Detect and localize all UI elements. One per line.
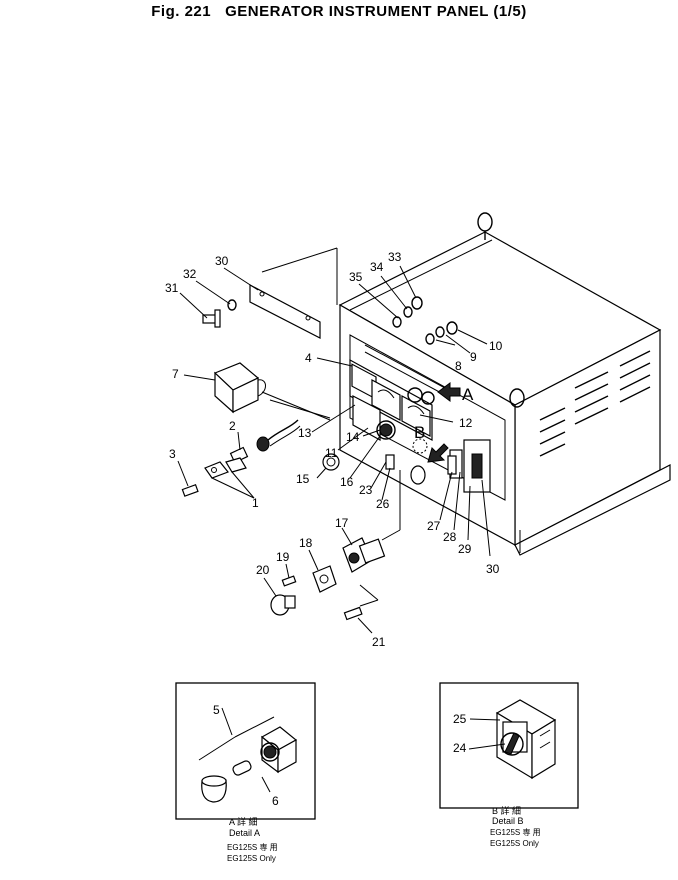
callout-12: 12 bbox=[459, 416, 473, 430]
callout-25: 25 bbox=[453, 712, 467, 726]
figure-title: GENERATOR INSTRUMENT PANEL (1/5) bbox=[225, 3, 527, 20]
detail-b-model: EG125S Only bbox=[490, 839, 539, 848]
view-arrow-b: B bbox=[412, 423, 449, 463]
callout-33: 33 bbox=[388, 250, 402, 264]
view-marker-b: B bbox=[414, 423, 425, 442]
callout-26: 27 bbox=[427, 519, 441, 533]
detail-a-panel: 5 6 A 詳 細 Detail A EG125S 専 用 EG125S Onl… bbox=[175, 682, 316, 863]
callout-13: 13 bbox=[298, 426, 312, 440]
callout-21: 21 bbox=[372, 635, 386, 649]
callout-4: 4 bbox=[305, 351, 312, 365]
detail-b-caption: Detail B bbox=[492, 816, 524, 826]
callout-30: 30 bbox=[215, 254, 229, 268]
detail-b-caption-jp: B 詳 細 bbox=[492, 805, 521, 816]
callout-24: 24 bbox=[453, 741, 467, 755]
callout-1: 1 bbox=[252, 496, 259, 510]
callout-7: 7 bbox=[172, 367, 179, 381]
callout-28: 29 bbox=[458, 542, 472, 556]
detail-a-model: EG125S Only bbox=[227, 854, 276, 863]
callout-20: 20 bbox=[256, 563, 270, 577]
side-louvers bbox=[539, 350, 651, 457]
callout-31: 31 bbox=[165, 281, 179, 295]
page-title: Fig. 221 GENERATOR INSTRUMENT PANEL (1/5) bbox=[0, 3, 678, 20]
callout-27: 28 bbox=[443, 530, 457, 544]
generator-housing bbox=[338, 212, 671, 556]
callout-18: 18 bbox=[299, 536, 313, 550]
callout-29: 30 bbox=[486, 562, 500, 576]
detail-a-caption-jp: A 詳 細 bbox=[229, 816, 258, 827]
callout-6: 6 bbox=[272, 794, 279, 808]
detail-a-caption: Detail A bbox=[229, 828, 260, 838]
detail-a-model-jp: EG125S 専 用 bbox=[227, 842, 278, 852]
callout-11: 11 bbox=[325, 446, 338, 460]
callout-15: 15 bbox=[296, 472, 310, 486]
callout-3: 3 bbox=[169, 447, 176, 461]
callout-16: 16 bbox=[340, 475, 354, 489]
view-marker-a: A bbox=[462, 385, 474, 404]
callout-10: 10 bbox=[489, 339, 503, 353]
callout-32: 32 bbox=[183, 267, 197, 281]
callout-35: 35 bbox=[349, 270, 363, 284]
callout-17: 17 bbox=[335, 516, 349, 530]
detail-b-panel: 25 24 B 詳 細 Detail B EG125S 専 用 EG125S O… bbox=[439, 682, 579, 848]
figure-number: Fig. 221 bbox=[151, 3, 212, 20]
callout-22: 23 bbox=[359, 483, 373, 497]
callout-5: 5 bbox=[213, 703, 220, 717]
callout-19: 19 bbox=[276, 550, 290, 564]
detail-b-model-jp: EG125S 専 用 bbox=[490, 827, 541, 837]
callout-2: 2 bbox=[229, 419, 236, 433]
loose-parts bbox=[181, 247, 458, 621]
callout-8: 8 bbox=[455, 359, 462, 373]
view-arrow-a: A bbox=[437, 382, 474, 404]
callout-34: 34 bbox=[370, 260, 384, 274]
callout-9: 9 bbox=[470, 350, 477, 364]
callout-14: 14 bbox=[346, 430, 360, 444]
instrument-panel bbox=[349, 358, 491, 493]
callout-labels: 30 32 31 35 34 33 10 9 8 4 7 13 12 14 11… bbox=[165, 250, 503, 649]
callout-23: 26 bbox=[376, 497, 390, 511]
leader-lines bbox=[177, 265, 491, 634]
